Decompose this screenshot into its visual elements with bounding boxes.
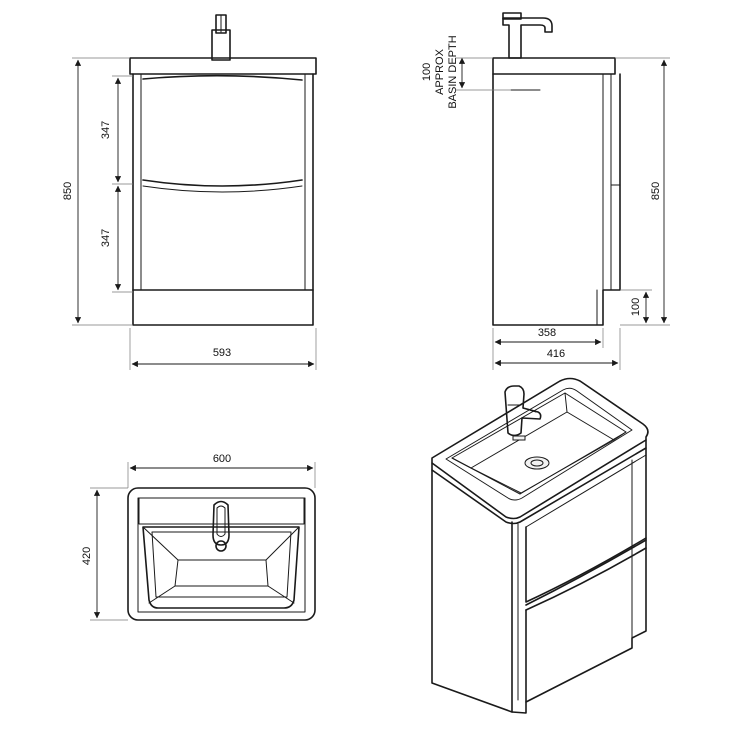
isometric-view bbox=[431, 377, 649, 714]
iso-tap-icon bbox=[504, 385, 542, 437]
top-back-ledge bbox=[138, 497, 305, 525]
front-width-label: 593 bbox=[213, 347, 231, 359]
iso-cabinet-front bbox=[511, 447, 647, 714]
drawer-top-height-label: 347 bbox=[100, 121, 112, 139]
iso-cabinet-side bbox=[431, 469, 513, 713]
basin-depth-caption: BASIN DEPTH bbox=[447, 35, 459, 108]
top-width-label: 600 bbox=[213, 453, 231, 465]
side-basin-top bbox=[492, 57, 616, 75]
front-dimensions: 850 347 347 593 bbox=[62, 57, 317, 370]
front-basin-top bbox=[129, 57, 317, 75]
front-cabinet-outline bbox=[132, 73, 314, 326]
iso-upper-drawer bbox=[525, 526, 647, 603]
iso-basin-top bbox=[431, 377, 649, 520]
iso-drawer-curve bbox=[525, 539, 647, 606]
front-middle-drawer-curve bbox=[142, 179, 303, 187]
iso-basin-edge bbox=[431, 439, 647, 525]
basin-depth-approx: APPROX bbox=[434, 48, 446, 95]
front-upper-drawer-curve bbox=[142, 74, 303, 81]
side-body-depth-label: 358 bbox=[538, 327, 556, 339]
top-bowl-outline bbox=[142, 526, 300, 609]
top-view bbox=[127, 487, 316, 621]
side-total-depth-label: 416 bbox=[547, 348, 565, 360]
top-tap-icon bbox=[212, 500, 230, 552]
side-height-label: 850 bbox=[650, 182, 662, 200]
basin-depth-value: 100 bbox=[421, 63, 433, 81]
top-basin-outline bbox=[127, 487, 316, 621]
side-tap-icon bbox=[502, 12, 553, 59]
drawer-bottom-height-label: 347 bbox=[100, 229, 112, 247]
side-plinth-label: 100 bbox=[630, 298, 642, 316]
side-view bbox=[492, 12, 621, 326]
front-tap-icon bbox=[211, 14, 231, 61]
top-depth-label: 420 bbox=[81, 547, 93, 565]
front-view bbox=[129, 14, 317, 326]
iso-drain-icon bbox=[524, 456, 550, 470]
side-cabinet-outline bbox=[492, 73, 621, 326]
iso-inner-rim bbox=[445, 387, 633, 501]
top-dimensions: 600 420 bbox=[81, 453, 316, 621]
front-height-label: 850 bbox=[62, 182, 74, 200]
iso-overflow-icon bbox=[512, 435, 526, 441]
side-dimensions: 100 APPROX BASIN DEPTH 850 100 358 416 bbox=[421, 35, 670, 370]
